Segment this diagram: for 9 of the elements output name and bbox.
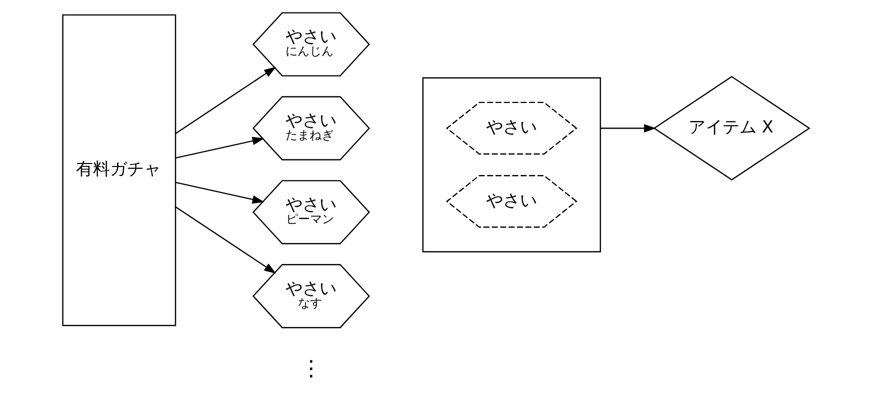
label: ⋮	[300, 356, 322, 382]
node-diamond: アイテム X	[652, 76, 810, 181]
cluster	[422, 77, 600, 252]
node-box: 有料ガチャ	[62, 14, 176, 326]
arrow	[175, 136, 264, 159]
arrow	[175, 182, 264, 204]
arrow	[174, 206, 276, 274]
arrow	[600, 124, 656, 132]
arrow	[174, 66, 276, 134]
